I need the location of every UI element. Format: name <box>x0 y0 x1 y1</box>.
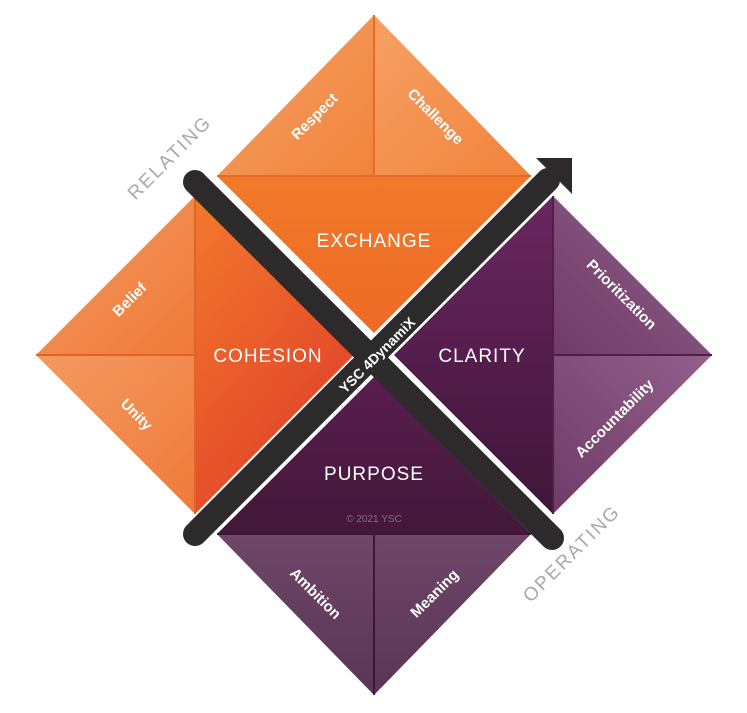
cohesion-sub-bottom-panel <box>36 355 195 514</box>
cohesion-main-panel <box>195 196 354 514</box>
purpose-sub-left-panel <box>217 534 374 695</box>
purpose-main-panel <box>217 377 531 534</box>
cohesion-label: COHESION <box>213 346 322 367</box>
clarity-main-panel <box>394 196 553 514</box>
purpose-sub-right-panel <box>374 534 531 695</box>
purpose-label: PURPOSE <box>324 464 424 485</box>
clarity-sub-top-panel <box>553 196 712 355</box>
quadrant-cohesion: COHESION Belief Unity <box>36 196 354 514</box>
arrow-head-icon <box>536 158 572 194</box>
exchange-sub-right-panel <box>374 15 531 176</box>
exchange-label: EXCHANGE <box>317 231 432 252</box>
quadrant-purpose: PURPOSE © 2021 YSC Ambition Meaning <box>217 377 531 695</box>
clarity-sub-bottom-panel <box>553 355 712 514</box>
clarity-label: CLARITY <box>438 346 525 367</box>
copyright-text: © 2021 YSC <box>346 514 402 525</box>
cohesion-sub-top-panel <box>36 196 195 355</box>
exchange-main-panel <box>217 176 531 333</box>
operating-bar <box>183 168 560 546</box>
quadrant-clarity: CLARITY Prioritization Accountability <box>394 196 712 514</box>
exchange-sub-left-panel <box>217 15 374 176</box>
